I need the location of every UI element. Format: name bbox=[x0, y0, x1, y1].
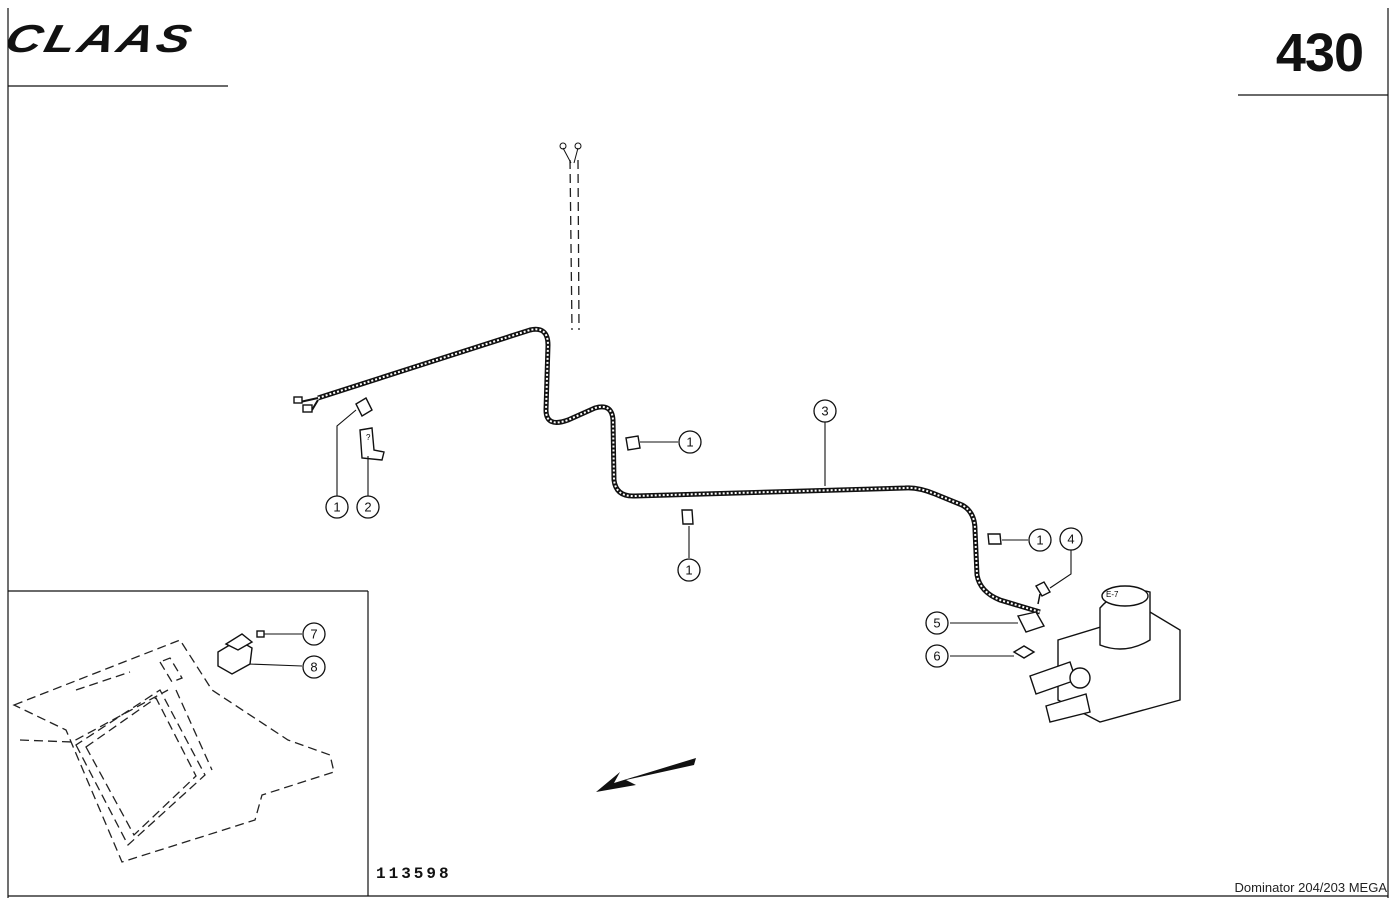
callout-1-lower: 1 bbox=[677, 558, 701, 582]
callout-1-left: 1 bbox=[325, 495, 349, 519]
svg-text:1: 1 bbox=[333, 500, 340, 515]
callout-5: 5 bbox=[925, 611, 949, 635]
callout-8: 8 bbox=[302, 655, 326, 679]
callout-1-right: 1 bbox=[1028, 528, 1052, 552]
svg-text:?: ? bbox=[366, 433, 371, 442]
callout-4: 4 bbox=[1059, 527, 1083, 551]
svg-text:6: 6 bbox=[933, 649, 940, 664]
svg-text:7: 7 bbox=[310, 627, 317, 642]
drawing-number: 113598 bbox=[376, 865, 452, 883]
bracket-part-2: ? bbox=[359, 427, 385, 461]
callout-1-upper: 1 bbox=[678, 430, 702, 454]
wiring-harness bbox=[293, 326, 1041, 615]
screw-part-4 bbox=[1035, 581, 1051, 605]
inset-frame bbox=[8, 590, 369, 896]
leader-lines bbox=[247, 409, 1072, 667]
direction-arrow-icon bbox=[596, 758, 696, 792]
page-frame bbox=[7, 8, 1389, 898]
callout-7: 7 bbox=[302, 622, 326, 646]
callout-2: 2 bbox=[356, 495, 380, 519]
clip-part-1c bbox=[681, 509, 694, 525]
svg-text:2: 2 bbox=[364, 500, 371, 515]
valve-label: E-7 bbox=[1106, 590, 1119, 599]
dashed-harness-upper bbox=[559, 142, 582, 331]
svg-text:8: 8 bbox=[310, 660, 317, 675]
model-name: Dominator 204/203 MEGA bbox=[1234, 880, 1387, 895]
clip-part-1a bbox=[355, 397, 373, 417]
seal-part-6 bbox=[1012, 645, 1036, 659]
svg-text:5: 5 bbox=[933, 616, 940, 631]
plug-part-5 bbox=[1016, 611, 1046, 633]
valve-block: E-7 bbox=[1029, 585, 1181, 723]
callout-6: 6 bbox=[925, 644, 949, 668]
svg-text:3: 3 bbox=[821, 404, 828, 419]
svg-text:1: 1 bbox=[1036, 533, 1043, 548]
inset-cap-part-7 bbox=[256, 630, 265, 638]
inset-machine-outline bbox=[12, 639, 335, 863]
svg-text:4: 4 bbox=[1067, 532, 1074, 547]
svg-text:1: 1 bbox=[686, 435, 693, 450]
callout-3: 3 bbox=[813, 399, 837, 423]
page-number: 430 bbox=[1275, 23, 1364, 83]
clip-part-1b bbox=[625, 435, 641, 451]
clip-part-1d bbox=[987, 533, 1002, 545]
inset-switch-part-8 bbox=[217, 633, 254, 675]
svg-text:1: 1 bbox=[685, 563, 692, 578]
